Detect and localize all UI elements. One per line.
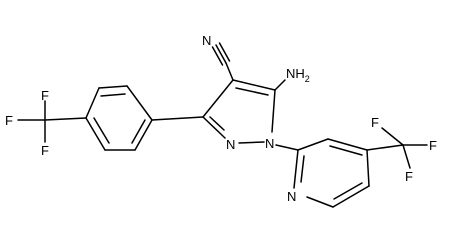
atom-n-pyridine: N xyxy=(287,189,296,204)
bond-py-cf3 xyxy=(366,144,404,151)
bond-c3-c4 xyxy=(202,79,234,118)
atom-labels: N NH2 N N N F F F F F F xyxy=(5,33,437,204)
bond-ph-3 xyxy=(85,87,100,119)
bond-nitrile-c xyxy=(211,46,224,66)
bond-c4-c5 xyxy=(232,79,276,91)
atom-n-pyrazole-2: N xyxy=(226,137,235,152)
bond-py-2 xyxy=(327,138,368,151)
bonds xyxy=(17,42,428,208)
bond-py-4-inner xyxy=(333,182,363,200)
bond-ph-4-inner xyxy=(93,117,110,144)
bond-ph-2-inner xyxy=(100,93,126,97)
atom-amino-main: NH xyxy=(286,66,305,81)
bond-n1-n2 xyxy=(238,141,265,144)
bond-c4-cn xyxy=(225,62,234,81)
bond-ph-4 xyxy=(85,117,106,151)
atom-f-left-bottom: F xyxy=(41,143,49,158)
bond-py-2-inner xyxy=(329,145,363,156)
bond-cf3r-fbot xyxy=(402,144,411,169)
atom-f-right-bottom: F xyxy=(405,169,413,184)
bond-n2-c3-inner xyxy=(209,116,225,131)
bond-c4-c5-inner xyxy=(235,87,269,96)
bond-py-6 xyxy=(293,149,299,189)
atom-f-left-mid: F xyxy=(5,113,13,128)
atom-f-right-top: F xyxy=(371,115,379,130)
bond-ph-6 xyxy=(134,119,153,151)
bond-py-6-inner xyxy=(300,155,305,183)
bond-c5-nh2 xyxy=(274,79,286,91)
bond-py-1 xyxy=(297,138,329,151)
atom-f-right-mid: F xyxy=(429,138,437,153)
molecule-canvas: N NH2 N N N F F F F F F xyxy=(5,33,437,208)
bond-py-3 xyxy=(366,149,370,187)
bond-ph-2 xyxy=(98,85,128,89)
bond-nitrile-b xyxy=(218,42,231,62)
structure-diagram: N NH2 N N N F F F F F F xyxy=(5,33,437,208)
atom-n-pyrazole-1: N xyxy=(265,136,274,151)
bond-n2-c3 xyxy=(202,116,226,139)
bond-nitrile-a xyxy=(215,44,227,64)
bond-ph-cf3 xyxy=(44,117,87,121)
atom-f-left-top: F xyxy=(41,88,49,103)
bond-py-4 xyxy=(332,185,370,208)
atom-amino: NH2 xyxy=(286,66,310,84)
bond-ph-6-inner xyxy=(131,119,146,144)
atom-n-nitrile: N xyxy=(202,33,211,48)
bond-py-5 xyxy=(306,196,334,208)
bond-c5-n1 xyxy=(271,89,276,133)
bond-n1-pyridine xyxy=(275,144,299,151)
bond-ph-1 xyxy=(126,85,153,121)
bond-c3-phenyl xyxy=(151,116,204,121)
atom-amino-subscript: 2 xyxy=(305,74,310,84)
bond-cf3r-ftop xyxy=(381,127,404,146)
